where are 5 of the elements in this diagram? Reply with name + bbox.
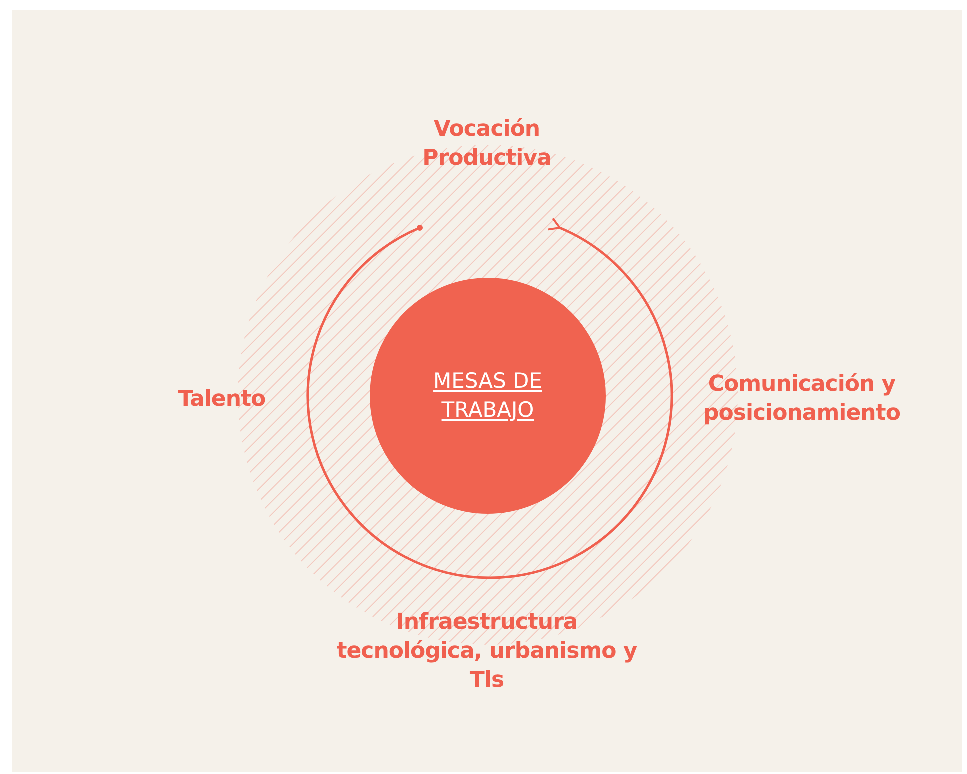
topic-label: Infraestructura tecnológica, urbanismo y Tls	[336, 609, 638, 695]
circle-title: MESAS DE TRABAJO	[432, 368, 544, 424]
topic-label: Vocación Productiva	[422, 116, 552, 173]
topic-label: Talento	[177, 386, 267, 414]
topic-label: Comunicación y posicionamiento	[702, 371, 902, 428]
